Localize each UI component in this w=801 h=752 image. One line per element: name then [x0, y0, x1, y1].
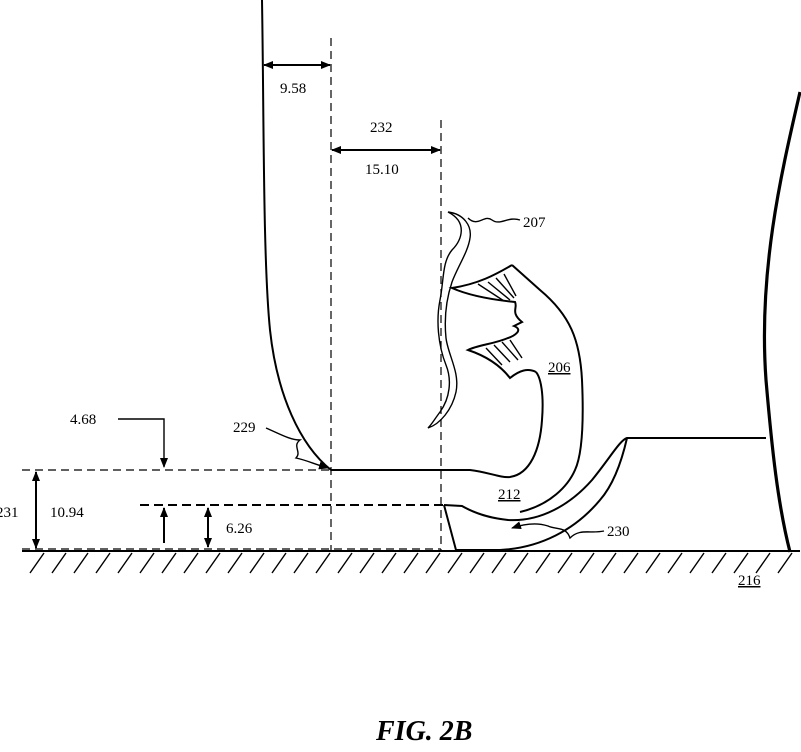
ground-hatch-mark	[513, 552, 529, 574]
ground-hatch-mark	[711, 552, 727, 574]
rim-flange-inner	[448, 264, 537, 380]
ref-212-label: 212	[498, 487, 521, 503]
ground-hatch-mark	[403, 552, 419, 574]
ground-hatch-mark	[161, 552, 177, 574]
ground-hatch-mark	[755, 552, 771, 574]
rim-flange-206	[511, 264, 584, 513]
ground-hatch-mark	[183, 552, 199, 574]
bead-wire-207	[427, 211, 471, 429]
rim-lower-212	[443, 437, 766, 522]
dim-626-label: 6.26	[226, 521, 253, 537]
ref-230-leader	[511, 521, 605, 540]
ground-hatch-mark	[491, 552, 507, 574]
ref-207-label: 207	[523, 215, 546, 231]
ground-hatch-mark	[579, 552, 595, 574]
ground-hatch-mark	[535, 552, 551, 574]
dim-468-leader	[118, 418, 168, 468]
ground-hatch-mark	[315, 552, 331, 574]
tire-outer-wall	[261, 0, 332, 471]
ground-hatch-mark	[227, 552, 243, 574]
figure-caption: FIG. 2B	[375, 716, 472, 747]
ref-229-leader	[265, 427, 329, 470]
ground-hatch-mark	[623, 552, 639, 574]
ground-hatch-mark	[557, 552, 573, 574]
ground-hatch-mark	[29, 552, 45, 574]
ground-hatch-mark	[359, 552, 375, 574]
ref-207-leader	[467, 217, 521, 223]
ref-230-label: 230	[607, 524, 630, 540]
ground-hatch-mark	[271, 552, 287, 574]
ground-hatch-mark	[51, 552, 67, 574]
ground-surface	[22, 550, 800, 574]
dim-232-ref: 232	[370, 120, 393, 136]
ground-hatch-mark	[293, 552, 309, 574]
ground-hatch-mark	[337, 552, 353, 574]
ground-hatch-mark	[469, 552, 485, 574]
ground-hatch-mark	[777, 552, 793, 574]
ground-hatch-mark	[667, 552, 683, 574]
bead-toe-230	[443, 437, 628, 551]
ground-hatch-mark	[645, 552, 661, 574]
ref-229-label: 229	[233, 420, 256, 436]
ground-hatch-mark	[73, 552, 89, 574]
ref-216-label: 216	[738, 573, 761, 589]
dim-1510-label: 15.10	[365, 162, 399, 178]
ground-hatch-mark	[689, 552, 705, 574]
ground-hatch-mark	[139, 552, 155, 574]
ground-hatch-mark	[249, 552, 265, 574]
rim-hatching	[477, 273, 523, 366]
dim-1094-label: 10.94	[50, 505, 84, 521]
ground-hatch-mark	[733, 552, 749, 574]
ground-hatch-mark	[447, 552, 463, 574]
ground-hatch-mark	[425, 552, 441, 574]
ground-hatch-mark	[601, 552, 617, 574]
ground-hatch-mark	[205, 552, 221, 574]
ground-hatch-mark	[117, 552, 133, 574]
dim-958-label: 9.58	[280, 81, 306, 97]
dim-468-label: 4.68	[70, 412, 96, 428]
tire-right-wall	[762, 91, 801, 553]
ground-hatch-mark	[95, 552, 111, 574]
dim-231-ref: 231	[0, 505, 19, 521]
bead-base-line	[331, 371, 544, 479]
ground-hatch-mark	[381, 552, 397, 574]
ref-206-label: 206	[548, 360, 571, 376]
